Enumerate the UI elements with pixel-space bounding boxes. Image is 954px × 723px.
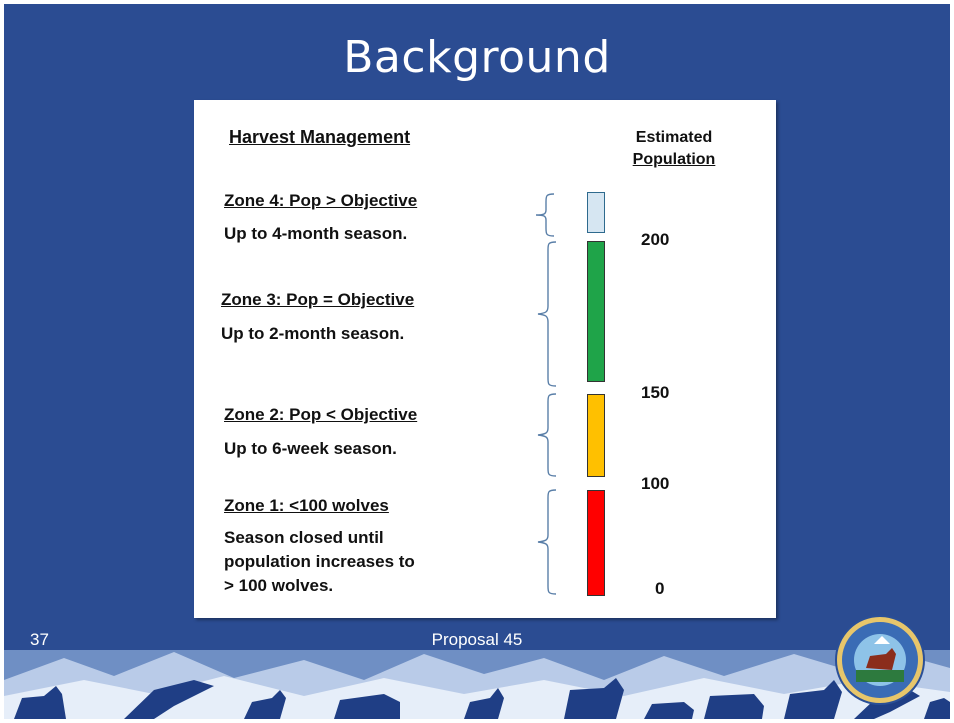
zone-3-description: Up to 2-month season.: [221, 324, 405, 343]
scale-label-100: 100: [641, 474, 670, 493]
zone-2-description: Up to 6-week season.: [224, 439, 397, 458]
zone-1-title: Zone 1: <100 wolves: [224, 496, 389, 515]
harvest-management-panel: Harvest Management Estimated Population …: [194, 100, 776, 618]
adfg-seal-logo: [835, 615, 925, 705]
zone-4-brace: [535, 193, 555, 237]
slide-footer: Proposal 45: [431, 630, 523, 649]
column-heading-line2: Population: [632, 151, 716, 168]
scale-label-150: 150: [641, 383, 670, 402]
zone-2-title: Zone 2: Pop < Objective: [224, 405, 418, 424]
mountain-wildlife-banner: [4, 650, 950, 719]
zone-2-bar: [587, 394, 605, 477]
column-heading-line1: Estimated: [635, 129, 713, 146]
zone-4-description: Up to 4-month season.: [224, 224, 408, 243]
zone-4-bar: [587, 192, 605, 233]
zone-4-title: Zone 4: Pop > Objective: [224, 191, 418, 210]
zone-2-brace: [537, 393, 557, 477]
zone-1-description-line3: > 100 wolves.: [224, 576, 334, 595]
column-heading: Estimated Population: [614, 127, 734, 171]
zone-1-description: Season closed until population increases…: [224, 526, 415, 598]
zone-1-brace: [537, 489, 557, 595]
slide: Background Harvest Management Estimated …: [4, 4, 950, 719]
zone-1-description-line1: Season closed until: [224, 528, 384, 547]
zone-3-brace: [537, 241, 557, 387]
zone-3-bar: [587, 241, 605, 382]
zone-1-bar: [587, 490, 605, 596]
slide-number: 37: [30, 630, 49, 649]
zone-3-title: Zone 3: Pop = Objective: [221, 290, 415, 309]
scale-label-0: 0: [655, 579, 665, 598]
zone-1-description-line2: population increases to: [224, 552, 415, 571]
slide-title: Background: [343, 32, 611, 83]
scale-label-200: 200: [641, 230, 670, 249]
panel-heading: Harvest Management: [229, 127, 411, 147]
